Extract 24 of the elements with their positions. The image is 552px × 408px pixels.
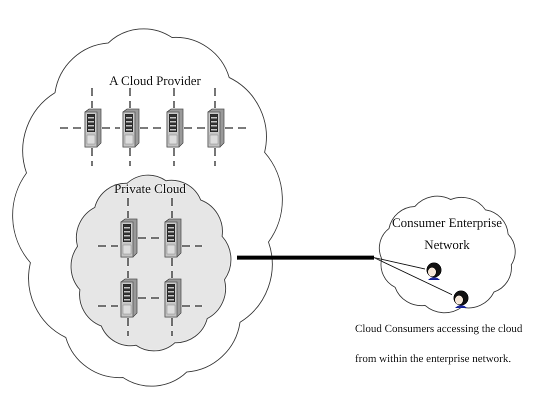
person-icon bbox=[452, 290, 470, 308]
dashed-network-line bbox=[138, 297, 162, 299]
dashed-network-line bbox=[102, 127, 120, 129]
dashed-network-line bbox=[171, 258, 173, 278]
server-icon bbox=[118, 218, 138, 258]
connection-line bbox=[374, 257, 452, 296]
server-icon bbox=[164, 108, 184, 148]
network-connection-line bbox=[237, 256, 374, 260]
dashed-network-line bbox=[140, 127, 164, 129]
server-icon bbox=[120, 108, 140, 148]
connection-line bbox=[374, 257, 426, 270]
dashed-network-line bbox=[184, 127, 205, 129]
cloud-label: Private Cloud bbox=[113, 180, 187, 198]
server-icon bbox=[205, 108, 225, 148]
dashed-network-line bbox=[138, 237, 162, 239]
cloud-label: Consumer Enterprise Network bbox=[390, 214, 504, 254]
server-icon bbox=[162, 218, 182, 258]
cloud-label: A Cloud Provider bbox=[108, 72, 202, 90]
server-icon bbox=[118, 278, 138, 318]
server-icon bbox=[82, 108, 102, 148]
caption-text: Cloud Consumers accessing the cloud from within the enterprise network. bbox=[355, 322, 524, 367]
server-icon bbox=[162, 278, 182, 318]
dashed-network-line bbox=[127, 258, 129, 278]
person-icon bbox=[425, 262, 443, 280]
